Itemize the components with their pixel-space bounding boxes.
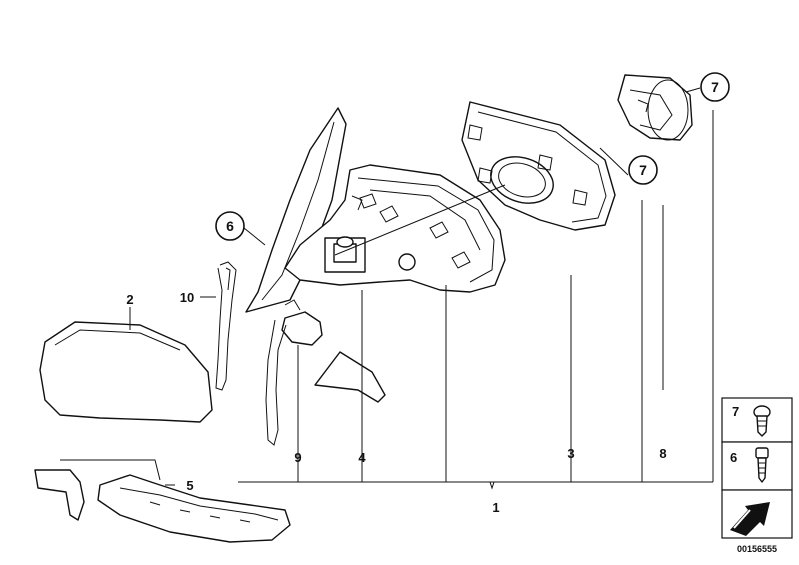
reference-number: 00156555 <box>737 544 777 554</box>
screw-icon <box>753 405 771 437</box>
label-10: 10 <box>180 290 194 305</box>
legend-label-6: 6 <box>730 450 737 465</box>
label-3: 3 <box>567 446 574 461</box>
leader-lines <box>60 87 714 490</box>
legend: 7 6 <box>721 397 793 539</box>
svg-text:7: 7 <box>639 162 647 178</box>
bolt-icon <box>755 447 769 483</box>
turn-signal-5 <box>34 469 291 543</box>
callout-7-top: 7 <box>700 72 730 102</box>
label-4: 4 <box>358 450 366 465</box>
cover-4 <box>314 351 386 403</box>
label-9: 9 <box>294 450 301 465</box>
label-8: 8 <box>659 446 666 461</box>
label-2: 2 <box>126 292 133 307</box>
mirror-actuator <box>617 74 693 141</box>
mirror-glass-carrier <box>461 101 616 231</box>
callout-7-mid: 7 <box>628 155 658 185</box>
legend-label-7: 7 <box>732 404 739 419</box>
bulb-holder-9 <box>265 299 323 446</box>
arrow-icon <box>730 502 770 536</box>
svg-text:6: 6 <box>226 218 234 234</box>
mirror-triangle-trim <box>245 107 347 313</box>
label-1: 1 <box>492 500 499 515</box>
label-5: 5 <box>186 478 193 493</box>
callout-6: 6 <box>215 211 245 241</box>
svg-text:7: 7 <box>711 79 719 95</box>
cable-10 <box>215 261 237 391</box>
mirror-cap <box>39 321 213 423</box>
